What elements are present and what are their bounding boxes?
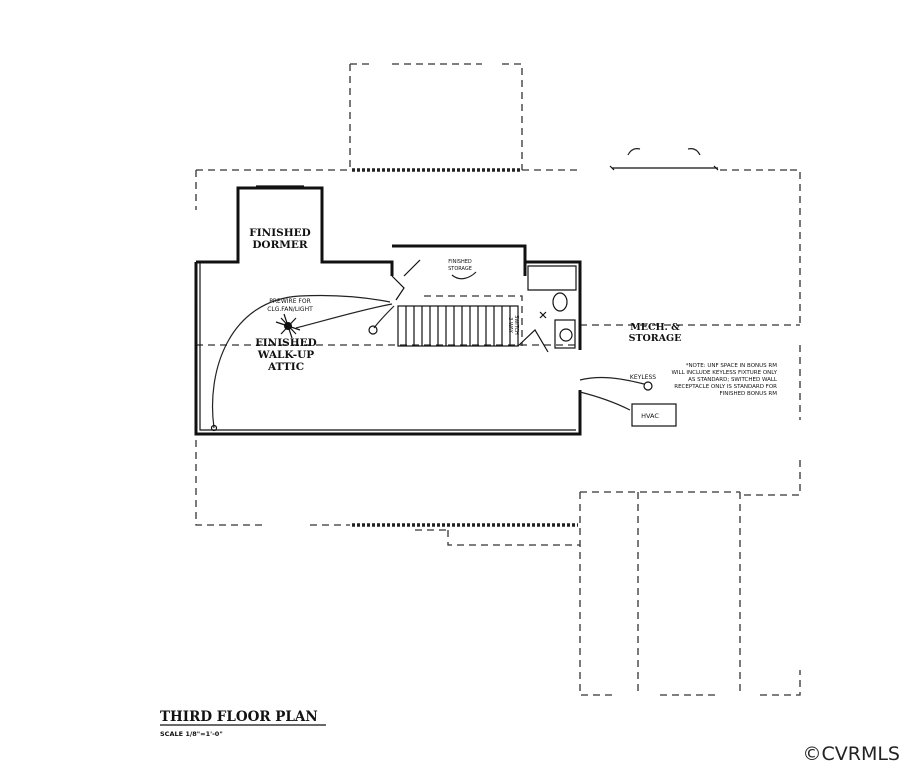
lower-floor-outline [195, 63, 801, 696]
wiring-runs [210, 271, 645, 432]
plan-scale: SCALE 1/8"=1'-0" [160, 730, 223, 738]
lower-floor-windows [352, 148, 719, 527]
mech-label-line1: MECH. & [630, 322, 680, 333]
prewire-label-line2: CLG.FAN/LIGHT [267, 306, 313, 313]
note-line1: *NOTE: UNF SPACE IN BONUS RM [686, 363, 778, 369]
storage-label-line2: STORAGE [448, 266, 472, 272]
hvac-unit [631, 403, 677, 427]
storage-door [391, 259, 421, 301]
cvrmls-watermark: ©CVRMLS [802, 743, 900, 765]
three-way-switch-label-line2: SWITCH [513, 315, 519, 335]
attic-label-line1: FINISHED [255, 337, 317, 349]
ceiling-fan-icon [275, 313, 301, 339]
attic-label-line3: ATTIC [267, 361, 304, 373]
bath-fixtures [539, 292, 576, 349]
keyless-label: KEYLESS [630, 374, 656, 381]
stair [397, 295, 549, 353]
attic-walls [194, 185, 582, 436]
note-line3: AS STANDARD; SWITCHED WALL [688, 377, 778, 383]
prewire-label-line1: PREWIRE FOR [269, 298, 311, 305]
note-line2: WILL INCLUDE KEYLESS FIXTURE ONLY [671, 370, 777, 376]
mech-label-line2: STORAGE [629, 333, 682, 344]
hvac-label: HVAC [641, 412, 659, 420]
plan-title: THIRD FLOOR PLAN [160, 709, 318, 725]
keyless-fixture-icon [643, 381, 653, 391]
note-line4: RECEPTACLE ONLY IS STANDARD FOR [674, 384, 777, 390]
dormer-label-line1: FINISHED [249, 227, 311, 239]
three-way-switch-label-line1: 3-WAY [507, 317, 513, 333]
storage-label-line1: FINISHED [448, 259, 472, 265]
note-line5: FINISHED BONUS RM [719, 391, 777, 397]
attic-label-line2: WALK-UP [257, 349, 315, 361]
note-block: *NOTE: UNF SPACE IN BONUS RM WILL INCLUD… [671, 363, 777, 397]
dormer-label-line2: DORMER [252, 239, 308, 251]
